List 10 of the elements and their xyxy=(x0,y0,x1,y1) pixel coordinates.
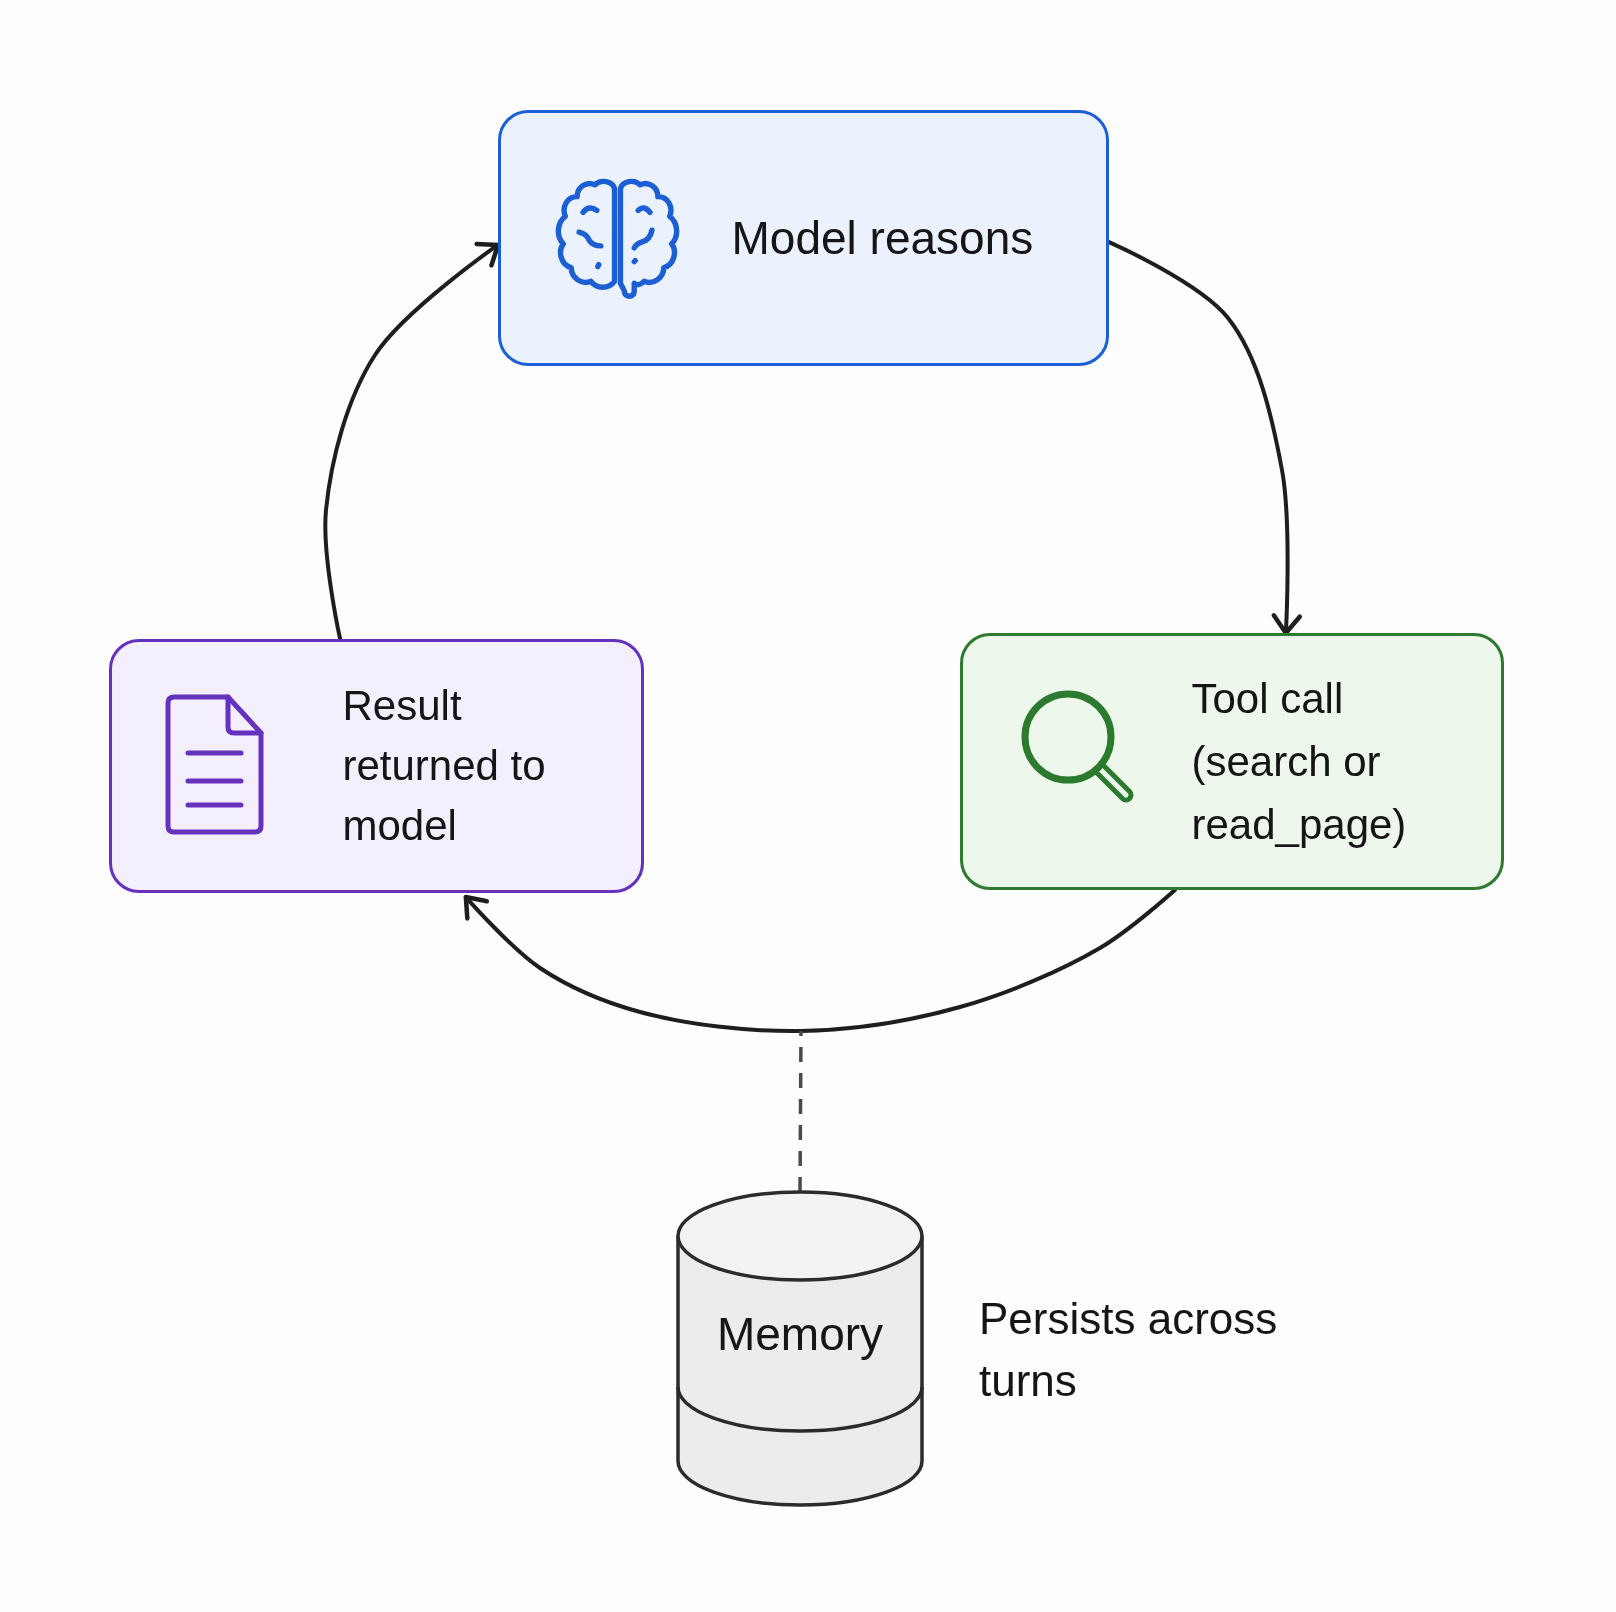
node-label: Memory xyxy=(716,1307,884,1362)
process-box xyxy=(960,633,1504,890)
node-label: Model reasons xyxy=(731,211,1034,266)
curved-arrow xyxy=(463,888,1177,1034)
node-caption: Persists across turns xyxy=(979,1293,1279,1407)
node-label: Tool call (search or read_page) xyxy=(1191,674,1408,850)
process-box xyxy=(109,639,644,893)
node-label: Result returned to model xyxy=(342,681,547,851)
process-box xyxy=(498,110,1109,366)
dashed-line xyxy=(798,1031,803,1192)
